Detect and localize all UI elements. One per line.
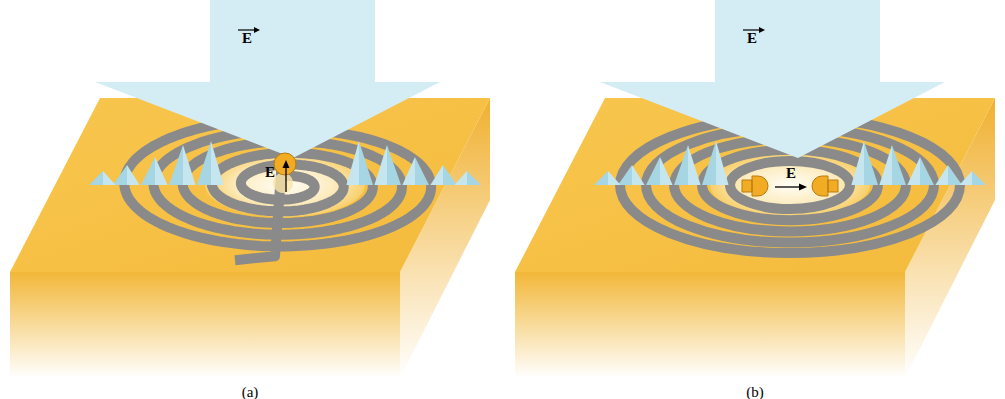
field-peak bbox=[454, 171, 467, 185]
bowtie-right bbox=[812, 176, 838, 196]
field-peak bbox=[864, 141, 878, 185]
field-peak bbox=[467, 171, 481, 185]
field-peak bbox=[688, 145, 701, 185]
beam-head bbox=[600, 82, 945, 158]
field-label: E bbox=[265, 165, 275, 180]
beam bbox=[715, 0, 880, 82]
ring-groove bbox=[730, 161, 850, 209]
field-peak bbox=[141, 157, 155, 185]
field-peak bbox=[851, 141, 864, 185]
field-peak bbox=[359, 141, 373, 185]
field-peak bbox=[443, 165, 457, 185]
vector-arrow bbox=[759, 27, 765, 33]
vector-arrow bbox=[254, 27, 260, 33]
field-peak bbox=[169, 145, 183, 185]
field-peak bbox=[716, 141, 729, 185]
field-peak bbox=[127, 165, 140, 185]
field-arrow bbox=[285, 167, 286, 192]
field-peak bbox=[155, 157, 168, 185]
field-peak bbox=[211, 141, 224, 185]
field-peak bbox=[89, 171, 103, 185]
field-arrow bbox=[283, 160, 290, 168]
field-peak bbox=[935, 165, 948, 185]
field-peak bbox=[674, 145, 688, 185]
field-peak bbox=[608, 171, 621, 185]
field-peak bbox=[183, 145, 196, 185]
beam bbox=[210, 0, 375, 82]
field-peak bbox=[959, 171, 972, 185]
field-peak bbox=[415, 157, 429, 185]
ring-panel bbox=[515, 0, 995, 378]
field-peak bbox=[197, 141, 211, 185]
field-peak bbox=[632, 165, 645, 185]
panel-label: (a) bbox=[242, 385, 259, 399]
field-peak bbox=[702, 141, 716, 185]
field-peak bbox=[907, 157, 920, 185]
antenna-shadow bbox=[273, 173, 293, 193]
field-peak bbox=[402, 157, 415, 185]
field-peak bbox=[374, 145, 387, 185]
slab-front bbox=[515, 272, 905, 378]
field-peak bbox=[113, 165, 127, 185]
field-peak bbox=[646, 157, 660, 185]
antenna-disk bbox=[274, 153, 296, 175]
field-label: E bbox=[747, 31, 757, 46]
bowtie-left bbox=[742, 176, 768, 196]
field-arrow bbox=[775, 186, 800, 187]
panel-label: (b) bbox=[746, 385, 764, 399]
field-peak bbox=[618, 165, 632, 185]
field-peak bbox=[972, 171, 986, 185]
field-peak bbox=[892, 145, 906, 185]
slab-front bbox=[10, 272, 400, 378]
field-peak bbox=[594, 171, 608, 185]
field-label: E bbox=[786, 166, 796, 181]
field-peak bbox=[103, 171, 116, 185]
field-peak bbox=[660, 157, 673, 185]
field-label: E bbox=[242, 31, 252, 46]
field-peak bbox=[430, 165, 443, 185]
field-peak bbox=[387, 145, 401, 185]
field-peak bbox=[920, 157, 934, 185]
field-peak bbox=[948, 165, 962, 185]
field-arrow bbox=[799, 184, 807, 191]
beam-head bbox=[95, 82, 440, 158]
field-peak bbox=[346, 141, 359, 185]
spiral-panel bbox=[10, 0, 490, 378]
field-peak bbox=[879, 145, 892, 185]
